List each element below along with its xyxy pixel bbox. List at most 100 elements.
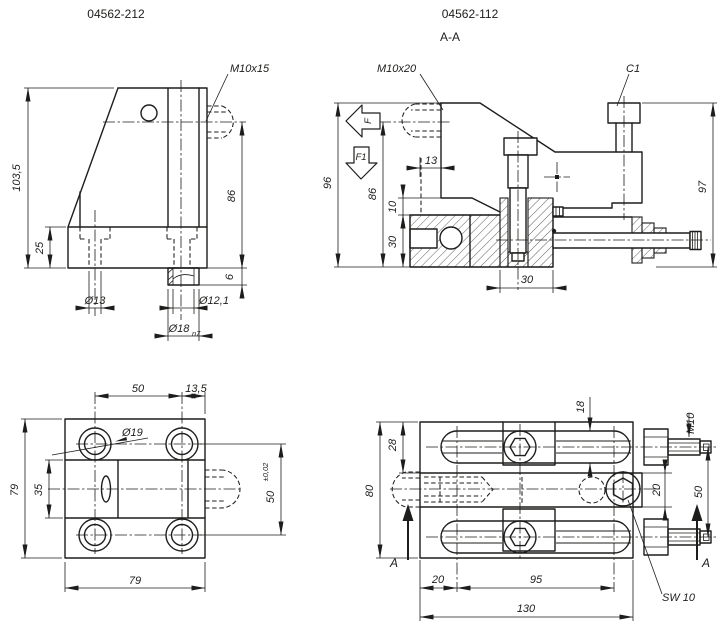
grub-screw-lines xyxy=(555,207,560,216)
counterbore-right-hidden xyxy=(166,227,198,268)
thread-callout: M10x15 xyxy=(230,63,270,75)
dim-13-5: 13,5 xyxy=(181,383,208,414)
svg-text:n7: n7 xyxy=(192,329,201,338)
slide-block-top xyxy=(502,421,556,466)
centerlines xyxy=(48,392,240,554)
thread-leader xyxy=(419,73,444,111)
side-notch xyxy=(409,228,438,249)
plate-steps xyxy=(64,459,206,519)
dim-50-right: 50 xyxy=(693,446,711,538)
svg-text:50: 50 xyxy=(693,485,705,498)
dim-30-bottom: 30 xyxy=(486,270,567,293)
svg-text:13,5: 13,5 xyxy=(185,383,207,395)
body-outline xyxy=(117,87,208,228)
column-edges xyxy=(167,87,200,228)
view-plate: Ø19 50 13,5 79 35 50 ±0,02 xyxy=(9,383,286,592)
cut-label: A xyxy=(389,556,398,570)
dim-50-right-tol: 50 ±0,02 xyxy=(200,443,286,536)
svg-text:25: 25 xyxy=(34,241,46,255)
dim-20-bottom: 20 xyxy=(419,560,458,621)
thread-boss-hidden xyxy=(401,103,441,138)
dim-30-left: 30 xyxy=(387,214,406,268)
force-arrow-f1: F1 xyxy=(345,146,378,180)
dim-35: 35 xyxy=(33,459,63,519)
svg-text:10: 10 xyxy=(387,200,399,213)
rod-in-slot-lines xyxy=(442,440,631,544)
tapped-hole-hidden xyxy=(424,476,494,503)
rod-tip-knurl xyxy=(692,232,698,249)
svg-text:±0,02: ±0,02 xyxy=(261,462,270,482)
clamp-ball xyxy=(439,226,463,250)
svg-text:79: 79 xyxy=(9,484,21,496)
view-section-aa: M10x20 C1 F F1 96 86 13 xyxy=(322,63,717,293)
left-boss-hidden xyxy=(391,471,420,508)
clamp-rod xyxy=(552,232,691,249)
dim-6: 6 xyxy=(199,254,247,299)
pin-thread-detail xyxy=(167,268,195,286)
dim-18: 18 xyxy=(575,397,593,477)
svg-text:80: 80 xyxy=(364,484,376,497)
dim-79-bottom: 79 xyxy=(64,562,206,592)
body-left-profile xyxy=(440,102,501,213)
svg-text:35: 35 xyxy=(33,483,45,496)
svg-text:30: 30 xyxy=(387,235,399,248)
force-label: F xyxy=(363,117,374,124)
body-top-profile xyxy=(440,102,643,209)
slide-block-bottom xyxy=(502,508,556,554)
reference-point xyxy=(544,162,570,192)
svg-text:103,5: 103,5 xyxy=(11,163,23,191)
body-outline xyxy=(419,421,634,559)
pilot-hole xyxy=(140,104,158,122)
view-top-112: 80 28 18 M10 20 50 20 xyxy=(364,397,716,621)
svg-text:50: 50 xyxy=(132,383,145,395)
svg-text:Ø13: Ø13 xyxy=(84,295,107,307)
centerlines xyxy=(94,80,246,320)
counterbored-holes xyxy=(78,427,199,552)
slot-top xyxy=(440,430,631,464)
cut-label: A xyxy=(701,556,710,570)
hidden-hole xyxy=(578,476,606,504)
pivot-dot xyxy=(551,228,557,234)
cbore-callout: Ø19 xyxy=(121,427,143,439)
centerlines xyxy=(379,96,711,290)
svg-text:Ø18: Ø18 xyxy=(168,323,191,335)
thread-callout: M10x20 xyxy=(377,63,417,75)
dim-20-right: 20 xyxy=(642,459,672,521)
right-block xyxy=(632,472,643,508)
section-arrow-right: A xyxy=(691,504,710,570)
cbore-leader xyxy=(51,437,149,456)
svg-text:95: 95 xyxy=(530,574,543,586)
dim-103-5: 103,5 xyxy=(11,87,114,269)
section-title: A-A xyxy=(440,30,460,44)
svg-text:97: 97 xyxy=(697,180,709,193)
svg-text:86: 86 xyxy=(226,189,238,202)
svg-text:50: 50 xyxy=(265,490,277,503)
wrench-leader xyxy=(627,499,663,595)
dim-96: 96 xyxy=(322,102,441,268)
cap-screw-head xyxy=(503,137,538,156)
centerlines xyxy=(390,424,716,592)
dim-50-top: 50 xyxy=(94,383,183,399)
svg-text:M10: M10 xyxy=(685,412,697,434)
thread-boss-hidden xyxy=(207,105,234,139)
dim-79-left: 79 xyxy=(9,418,62,559)
dim-86: 86 xyxy=(207,121,247,269)
mid-band xyxy=(419,472,634,508)
dim-97: 97 xyxy=(642,102,717,268)
svg-text:86: 86 xyxy=(367,187,379,200)
dim-130: 130 xyxy=(419,560,634,621)
svg-text:Ø12,1: Ø12,1 xyxy=(198,295,229,307)
svg-text:79: 79 xyxy=(129,575,141,587)
counterbore-left-hidden xyxy=(79,227,111,268)
rod-tip xyxy=(689,230,702,251)
force-arrow-f: F xyxy=(345,104,381,138)
svg-text:96: 96 xyxy=(322,176,334,189)
section-arrow-left: A xyxy=(389,504,414,570)
svg-text:20: 20 xyxy=(651,483,663,497)
wall-hatch xyxy=(499,197,509,268)
dim-m10: M10 xyxy=(685,412,697,438)
part-number-right: 04562-112 xyxy=(442,7,499,21)
part-number-left: 04562-212 xyxy=(87,7,145,21)
